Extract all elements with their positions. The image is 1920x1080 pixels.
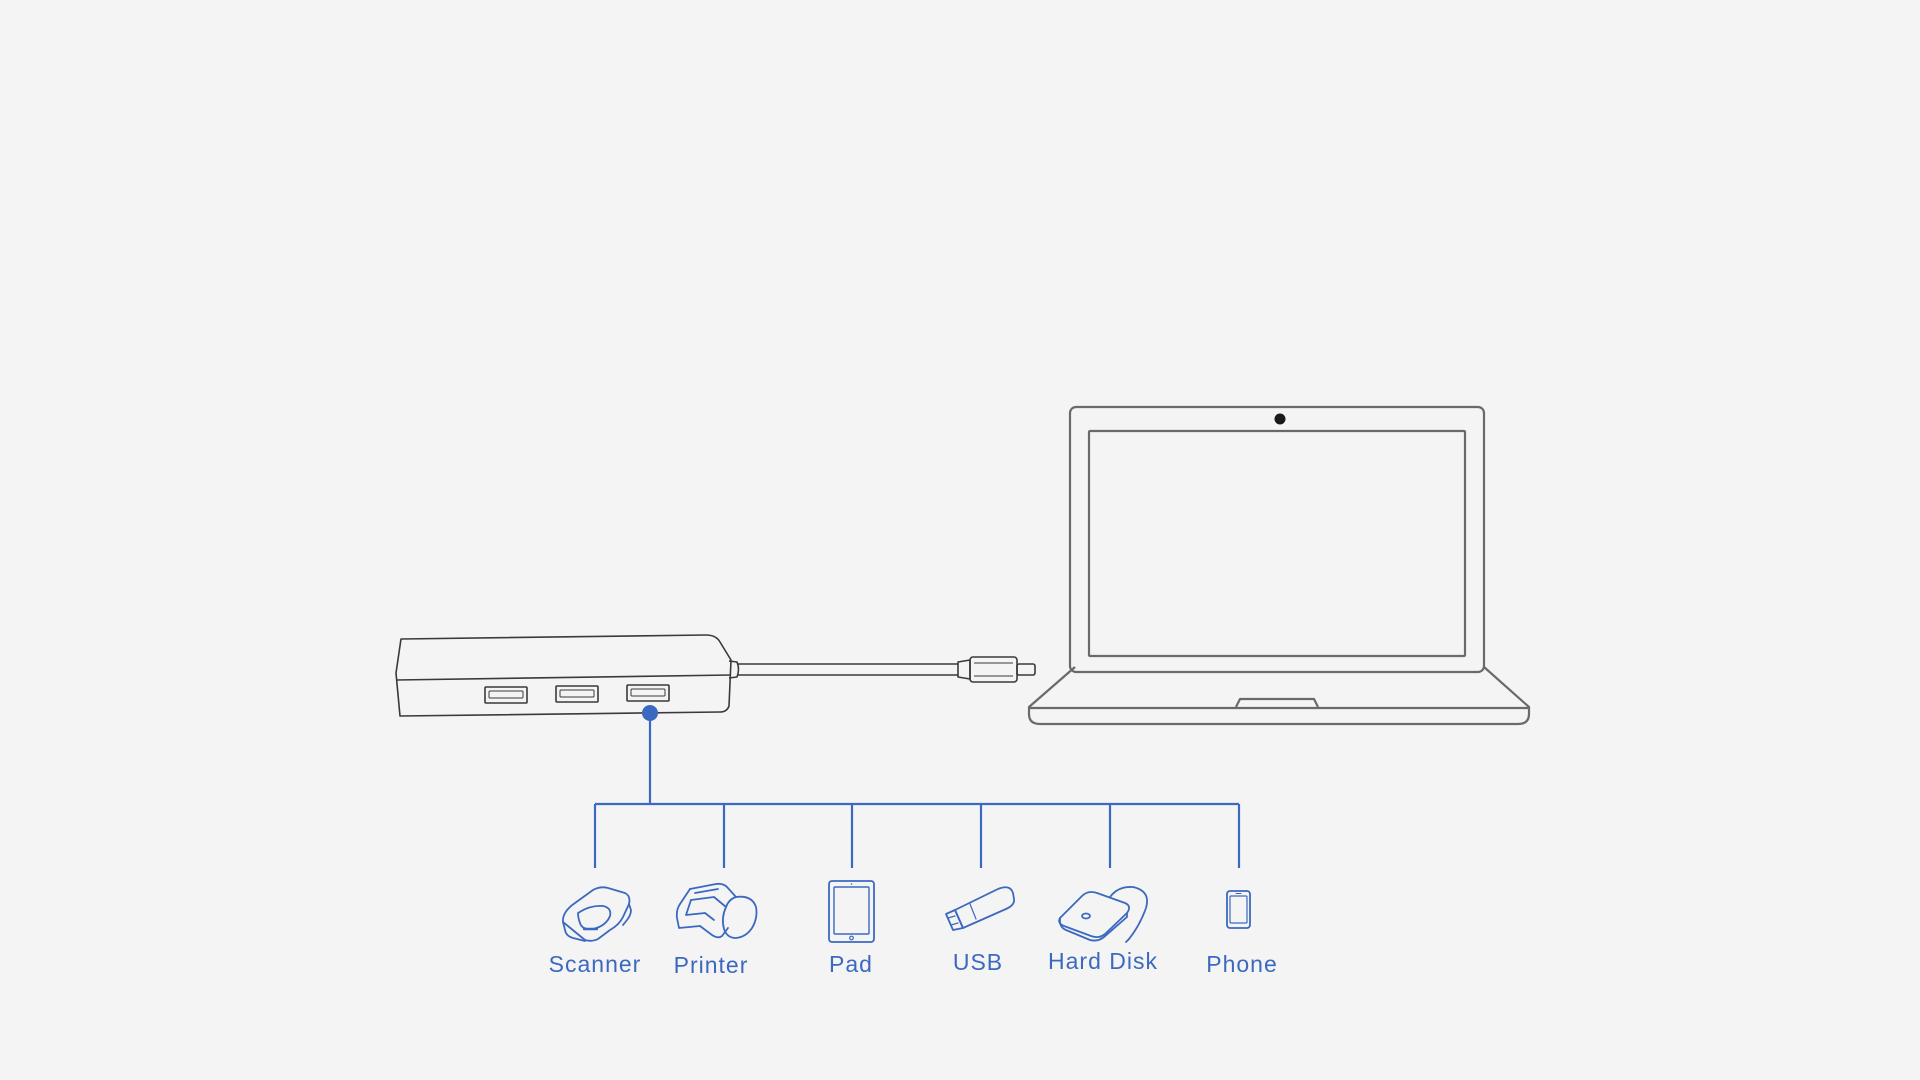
device-label-pad: Pad: [829, 951, 873, 977]
connection-node: [642, 705, 658, 721]
hub-port-2: [555, 685, 599, 703]
usb-c-plug: [969, 656, 1018, 683]
device-label-usb: USB: [953, 949, 1003, 975]
phone-icon: [1226, 890, 1251, 929]
usb-c-plug-edge: [974, 662, 1013, 677]
laptop-screen: [1087, 429, 1467, 658]
scanner-icon: [562, 886, 632, 942]
hub-cable-collar: [728, 660, 740, 679]
laptop-lid: [1068, 405, 1486, 674]
usb-drive-icon: [945, 886, 1015, 931]
usb-c-cable: [737, 656, 1036, 683]
device-connection-tree: [593, 713, 1241, 868]
device-label-phone: Phone: [1206, 951, 1278, 977]
device-label-printer: Printer: [674, 952, 749, 978]
laptop-hinge-notch: [1235, 697, 1319, 708]
webcam: [1274, 413, 1286, 425]
hard-disk-icon: [1058, 886, 1148, 943]
hub-front-edge: [395, 674, 732, 681]
hub-body: [395, 634, 732, 717]
tablet-icon: [828, 880, 875, 943]
usb-c-plug-tip: [1016, 663, 1036, 676]
laptop-deck: [1027, 666, 1531, 726]
usb-hub: [395, 634, 740, 717]
laptop: [1027, 405, 1531, 726]
hub-port-1: [484, 686, 528, 704]
printer-icon: [675, 882, 758, 939]
device-label-scanner: Scanner: [549, 951, 642, 977]
cable-strain-relief: [957, 659, 971, 680]
hub-port-3: [626, 684, 670, 702]
cable-wire: [737, 663, 958, 676]
device-label-harddisk: Hard Disk: [1048, 948, 1158, 974]
